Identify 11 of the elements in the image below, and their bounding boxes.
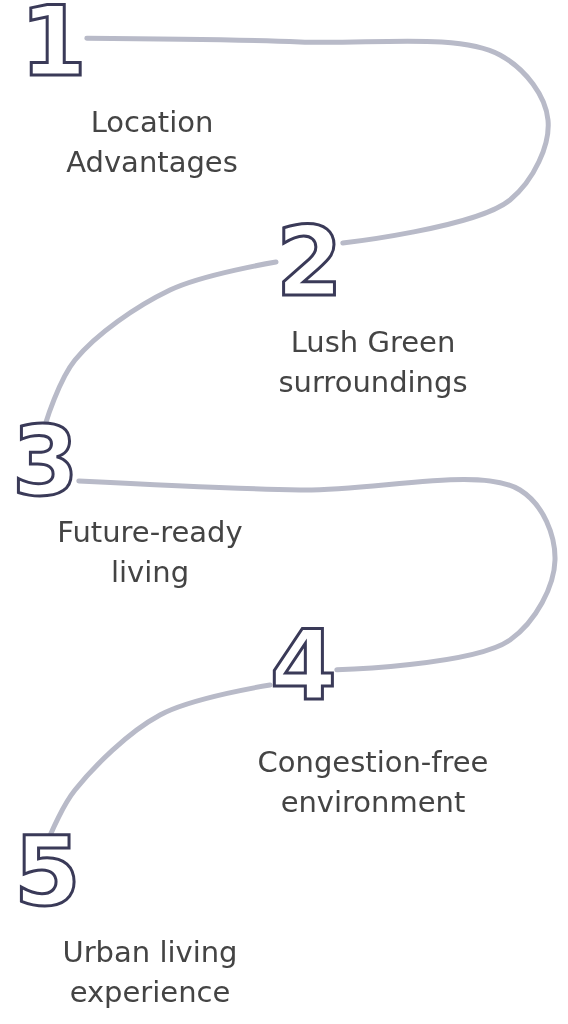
step-label: Lush Green surroundings: [277, 324, 469, 401]
step-number: 2: [276, 224, 343, 300]
step-label: Urban living experience: [61, 934, 239, 1011]
connector-curve: [84, 35, 551, 246]
step-number: 4: [270, 628, 337, 704]
step-label: Future-ready living: [56, 514, 244, 591]
step-number: 5: [14, 834, 81, 910]
step-label: Congestion-free environment: [256, 744, 490, 821]
connector-curve: [76, 476, 558, 673]
step-label: Location Advantages: [65, 104, 239, 181]
step-number: 1: [20, 4, 87, 80]
